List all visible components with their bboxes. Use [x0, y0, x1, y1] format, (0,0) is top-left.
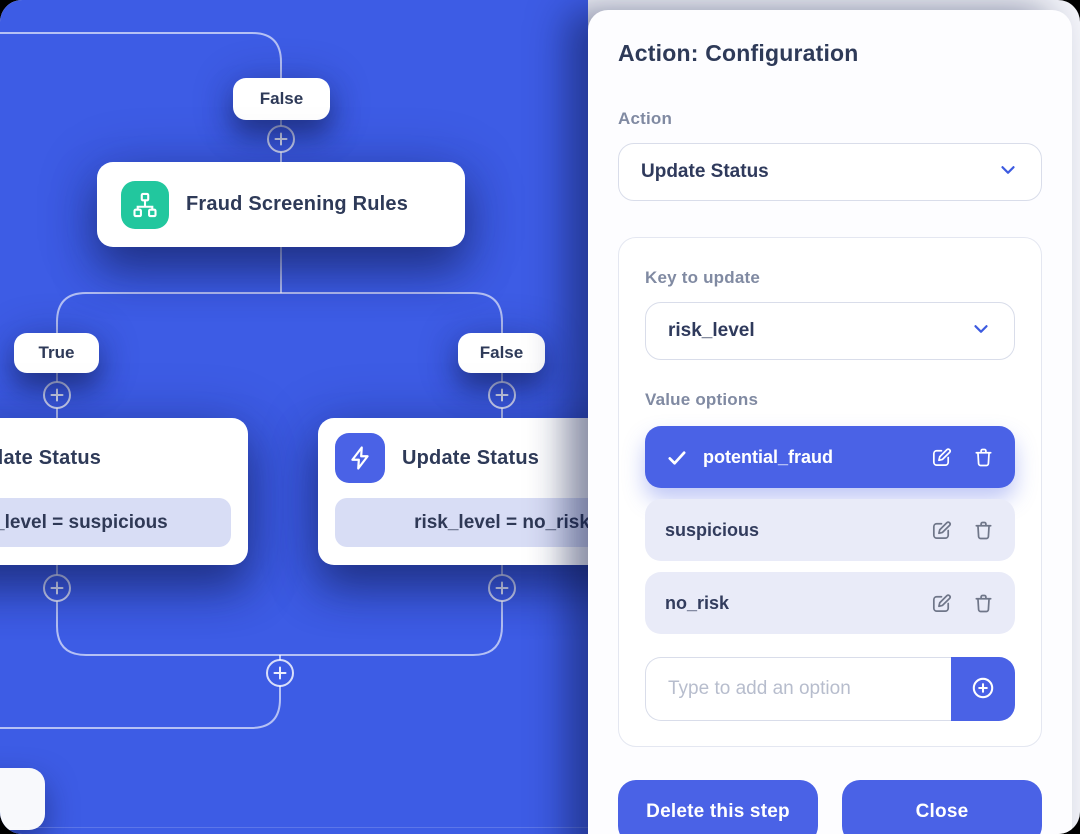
add-option-row — [645, 657, 1015, 721]
value-options-label: Value options — [645, 390, 759, 409]
plus-node-icon[interactable] — [266, 659, 294, 687]
plus-node-icon[interactable] — [488, 381, 516, 409]
add-option-input[interactable] — [645, 657, 951, 721]
trash-icon[interactable] — [972, 446, 995, 469]
value-option-suspicious[interactable]: suspicious — [645, 499, 1015, 561]
check-icon — [665, 446, 688, 469]
workflow-canvas[interactable]: False Fraud Screening Rules True False — [0, 0, 686, 834]
option-label: potential_fraud — [703, 446, 834, 467]
trash-icon[interactable] — [972, 592, 995, 615]
action-configuration-panel: Action: Configuration Action Update Stat… — [588, 10, 1072, 834]
edit-icon[interactable] — [930, 519, 953, 542]
node-title: Update Status — [402, 446, 540, 469]
close-button[interactable]: Close — [842, 780, 1042, 834]
option-label: no_risk — [665, 592, 730, 613]
node-title: Update Status — [0, 446, 102, 469]
edit-icon[interactable] — [930, 592, 953, 615]
action-label: Action — [618, 109, 673, 128]
value-option-no-risk[interactable]: no_risk — [645, 572, 1015, 634]
plus-circle-icon — [970, 675, 996, 704]
key-to-update-label: Key to update — [645, 268, 761, 287]
delete-step-button[interactable]: Delete this step — [618, 780, 818, 834]
value-option-potential-fraud[interactable]: potential_fraud — [645, 426, 1015, 488]
chevron-down-icon — [997, 159, 1019, 186]
branch-label-text: False — [479, 343, 524, 362]
node-title: Fraud Screening Rules — [186, 193, 409, 215]
plus-node-icon[interactable] — [267, 125, 295, 153]
connector-lines — [0, 32, 516, 729]
action-dropdown[interactable]: Update Status — [618, 143, 1042, 201]
key-dropdown[interactable]: risk_level — [645, 302, 1015, 360]
lightning-icon — [335, 433, 385, 483]
key-dropdown-value: risk_level — [668, 320, 755, 341]
node-update-status-left[interactable]: Update Status risk_level = suspicious — [0, 418, 248, 565]
plus-node-icon[interactable] — [43, 381, 71, 409]
add-option-button[interactable] — [951, 657, 1015, 721]
panel-title: Action: Configuration — [618, 40, 859, 66]
trash-icon[interactable] — [972, 519, 995, 542]
node-fraud-screening-rules[interactable]: Fraud Screening Rules — [97, 162, 465, 247]
node-partial-bottom-left[interactable] — [0, 768, 45, 830]
edit-icon[interactable] — [930, 446, 953, 469]
branch-label-false-right[interactable]: False — [458, 333, 545, 373]
plus-node-icon[interactable] — [488, 574, 516, 602]
option-label: suspicious — [665, 519, 760, 540]
branch-label-false-top[interactable]: False — [233, 78, 330, 120]
add-step-plus-buttons[interactable] — [43, 125, 516, 687]
action-dropdown-value: Update Status — [641, 161, 769, 182]
branch-label-text: False — [259, 89, 304, 108]
canvas-bottom-edge — [0, 827, 588, 828]
action-config-card: Key to update risk_level Value options p… — [618, 237, 1042, 747]
branch-label-true[interactable]: True — [14, 333, 99, 373]
sitemap-icon — [121, 180, 169, 229]
plus-node-icon[interactable] — [43, 574, 71, 602]
chevron-down-icon — [970, 318, 992, 345]
node-expression: risk_level = suspicious — [0, 498, 231, 547]
branch-label-text: True — [38, 343, 75, 362]
